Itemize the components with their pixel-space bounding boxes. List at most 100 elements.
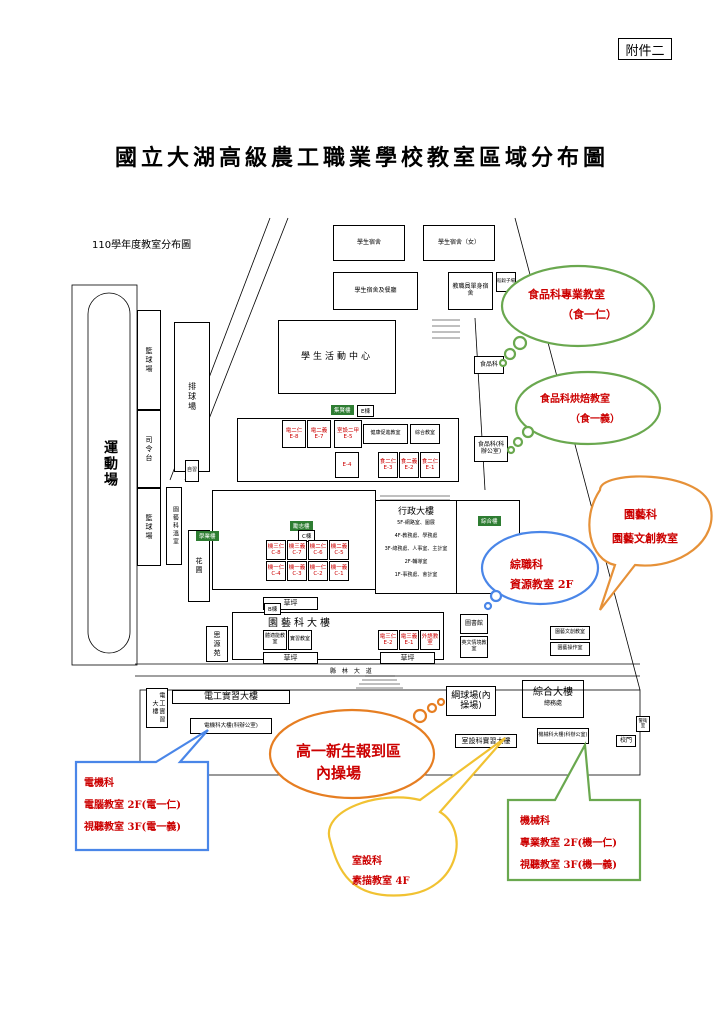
main-road: 縣 林 大 道 xyxy=(330,668,374,675)
elec-bubble xyxy=(74,729,210,852)
room-c6: 機二仁 C-6 xyxy=(308,540,328,560)
block-tag-hall: 勵志樓 xyxy=(290,521,313,531)
indoor-gym: 綱球場(內操場) xyxy=(446,686,496,716)
mech-line2: 專業教室 2F(機一仁) xyxy=(520,838,618,849)
block-tag-b: B棟 xyxy=(264,603,282,615)
library: 圖書館 xyxy=(460,614,488,634)
general-room: 綜合教室 xyxy=(410,424,440,444)
student-dorm: 學生宿舍 xyxy=(333,225,405,261)
practice-room: 實習教室 xyxy=(288,630,312,650)
admin-floor-3: 3F-總務處、人事室、主計室 xyxy=(384,546,448,552)
mech-elec-building: 電機科大樓(科辦公室) xyxy=(190,718,272,734)
general-building: 綜合大樓 總務處 xyxy=(522,680,584,718)
room-c3: 機一義 C-3 xyxy=(287,561,307,581)
design-practice-building: 室設科實習大樓 xyxy=(455,734,517,748)
general-building-title: 綜合大樓 xyxy=(533,687,573,698)
horticulture-building-label: 園藝科大樓 xyxy=(268,618,333,629)
school-gate: 校門 xyxy=(616,735,636,747)
food-bake-line2: （食一義） xyxy=(570,414,620,425)
foreign-lang-room: 外語教室 xyxy=(420,630,440,650)
e-block xyxy=(237,418,459,482)
student-activity-center: 學生活動中心 xyxy=(278,320,396,394)
food-major-cloud xyxy=(500,264,656,348)
room-e7: 電二義 E-7 xyxy=(307,420,331,448)
food-dept-office: 食品科(科辦公室) xyxy=(474,436,508,462)
map-subtitle: 110學年度教室分布圖 xyxy=(92,240,192,251)
room-c4: 機一仁 C-4 xyxy=(266,561,286,581)
general-line2: 資源教室 2F xyxy=(510,578,574,591)
design-line1: 室設科 xyxy=(352,856,382,867)
mech-line1: 機械科 xyxy=(520,816,550,827)
sports-field-label: 運動場 xyxy=(102,440,118,488)
siyuan-garden: 思源苑 xyxy=(206,626,228,662)
room-elec-e1: 電三義 E-1 xyxy=(399,630,419,650)
food-major-line2: （食一仁） xyxy=(562,308,617,321)
basketball-court-2: 籃球場 xyxy=(137,488,161,566)
english-room: 英文情境教室 xyxy=(460,636,488,658)
hort-workshop: 園藝操作室 xyxy=(550,642,590,656)
health-room: 健康促進教室 xyxy=(363,424,408,444)
freshmen-cloud xyxy=(268,708,436,800)
hort-line1: 園藝科 xyxy=(624,508,657,521)
self-study-room: 自習 xyxy=(185,460,199,482)
block-tag-assembly: 集賢樓 xyxy=(331,405,354,415)
admin-floor-4: 4F-教務處、學務處 xyxy=(394,533,438,539)
hort-bubble xyxy=(588,475,713,611)
room-c1: 機一義 C-1 xyxy=(329,561,349,581)
room-e2: 食二義 E-2 xyxy=(399,452,419,478)
design-bubble xyxy=(327,737,506,897)
volleyball-court: 排球場 xyxy=(174,322,210,472)
admin-title: 行政大樓 xyxy=(397,507,434,517)
elec-line2: 電腦教室 2F(電一仁) xyxy=(84,800,182,811)
general-affairs-office: 總務處 xyxy=(543,700,562,707)
electrical-practice-building: 電工實習大樓 xyxy=(146,688,168,728)
room-c5: 機二義 C-5 xyxy=(329,540,349,560)
block-tag-e: E棟 xyxy=(357,405,374,417)
room-e1: 食二仁 E-1 xyxy=(420,452,440,478)
horticulture-building xyxy=(232,612,444,660)
room-e8: 電二仁 E-8 xyxy=(282,420,306,448)
freshmen-line2: 內操場 xyxy=(316,764,362,782)
dorm-and-dining: 學生宿舍及餐廳 xyxy=(333,272,418,310)
room-e5: 室設二甲 E-5 xyxy=(334,420,362,448)
admin-floor-5: 5F-網路室、圖展 xyxy=(397,520,435,526)
mech-bubble xyxy=(506,741,642,882)
guard-room: 警衛室 xyxy=(636,716,650,732)
mech-building: 機械科大樓(科辦公室) xyxy=(537,728,589,744)
freshmen-line1: 高一新生報到區 xyxy=(296,742,402,760)
staff-dorm: 教職員單身宿舍 xyxy=(448,272,493,310)
food-major-line1: 食品科專業教室 xyxy=(528,288,605,301)
hort-creative-room: 園藝文創教室 xyxy=(550,626,590,640)
page-title: 國立大湖高級農工職業學校教室區域分布圖 xyxy=(114,145,609,171)
block-tag-student: 學業樓 xyxy=(196,531,219,541)
design-line2: 素描教室 4F xyxy=(352,876,410,887)
command-podium: 司令台 xyxy=(137,410,161,488)
student-dorm-female: 學生宿舍（女） xyxy=(423,225,495,261)
room-elec-e2: 電三仁 E-2 xyxy=(378,630,398,650)
lawn-2: 草坪 xyxy=(263,652,318,664)
mech-line3: 視聽教室 3F(機一義) xyxy=(520,860,618,871)
block-tag-food: 綜合樓 xyxy=(478,516,501,526)
lawn-3: 草坪 xyxy=(380,652,435,664)
horticulture-greenhouse: 園藝科溫室 xyxy=(166,487,182,565)
attachment-label: 附件二 xyxy=(618,38,672,60)
room-c8: 機三仁 C-8 xyxy=(266,540,286,560)
elec-line3: 視聽教室 3F(電一義) xyxy=(84,822,182,833)
food-bake-cloud xyxy=(514,370,662,446)
room-c2: 機一仁 C-2 xyxy=(308,561,328,581)
admin-floor-2: 2F-輔導室 xyxy=(404,559,428,565)
hort-line2: 園藝文創教室 xyxy=(612,532,678,545)
general-cloud xyxy=(480,530,600,606)
food-bake-line1: 食品科烘焙教室 xyxy=(540,394,610,405)
basketball-court-1: 籃球場 xyxy=(137,310,161,410)
general-line1: 綜職科 xyxy=(510,558,543,571)
room-e4: E-4 xyxy=(335,452,359,478)
electrical-practice-main: 電工實習大樓 xyxy=(172,690,290,704)
elec-line1: 電機科 xyxy=(84,778,114,789)
room-c7: 機三義 C-7 xyxy=(287,540,307,560)
admin-floor-1: 1F-事務處、會計室 xyxy=(394,572,438,578)
flower-garden: 花圃 xyxy=(188,530,210,602)
room-e3: 食二仁 E-3 xyxy=(378,452,398,478)
fitness-room: 體適能教室 xyxy=(263,630,287,650)
